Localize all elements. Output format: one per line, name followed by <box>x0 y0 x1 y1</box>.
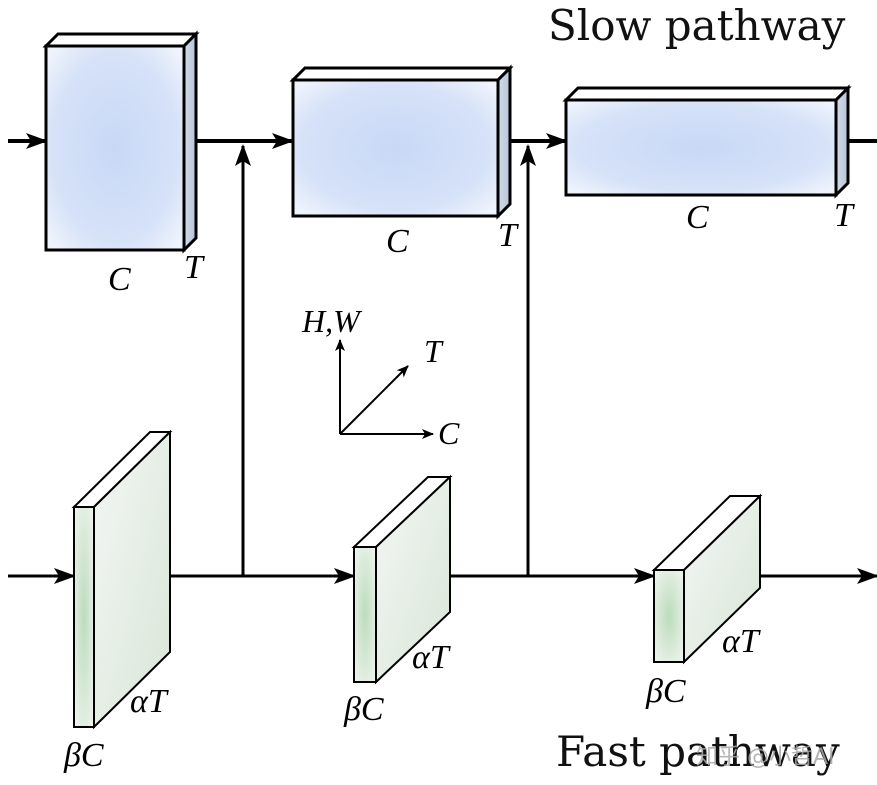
fast-block-3 <box>651 493 763 665</box>
watermark: 知乎 @小哲AI <box>696 745 835 770</box>
slow-block-3 <box>562 84 852 199</box>
slow-block-1 <box>42 30 200 254</box>
slow-block-1-top <box>42 32 200 48</box>
fast-pathway-title: Fast pathway <box>556 727 840 776</box>
fast-block-1-at-label: αT <box>130 683 169 720</box>
slow-block-1-t-label: T <box>184 249 205 286</box>
fast-block-2 <box>351 474 453 685</box>
fast-block-2-front <box>353 546 377 683</box>
fast-block-1 <box>71 429 173 730</box>
slow-block-2-top <box>289 66 514 82</box>
slow-block-3-face <box>564 98 838 197</box>
lateral-connections <box>235 144 536 576</box>
slow-block-3-c-label: C <box>686 199 709 236</box>
fast-block-3-at-label: αT <box>722 623 761 660</box>
slow-block-2-face <box>291 78 500 218</box>
fast-block-3-bc-label: βC <box>645 673 686 710</box>
slow-block-1-face <box>44 44 186 252</box>
slow-block-2-c-label: C <box>386 223 409 260</box>
fast-block-2-bc-label: βC <box>343 691 384 728</box>
fast-block-1-bc-label: βC <box>63 737 104 774</box>
slow-block-2-t-label: T <box>498 217 519 254</box>
axes-legend <box>335 339 434 439</box>
slow-block-1-side <box>182 30 198 254</box>
axis-t-label: T <box>424 333 444 369</box>
axis-t-arrow <box>339 365 409 435</box>
slow-block-2-side <box>496 64 512 220</box>
fast-block-1-front <box>73 506 95 728</box>
slow-pathway-title: Slow pathway <box>548 1 846 50</box>
axis-c-label: C <box>438 415 460 451</box>
fast-block-2-at-label: αT <box>412 639 451 676</box>
axis-hw-label: H,W <box>301 303 363 339</box>
slow-block-3-top <box>562 86 852 102</box>
slow-block-2 <box>289 64 514 220</box>
slow-block-1-c-label: C <box>108 261 131 298</box>
fast-block-3-front <box>653 569 685 663</box>
slow-block-3-t-label: T <box>834 197 855 234</box>
slow-block-3-side <box>834 84 850 199</box>
